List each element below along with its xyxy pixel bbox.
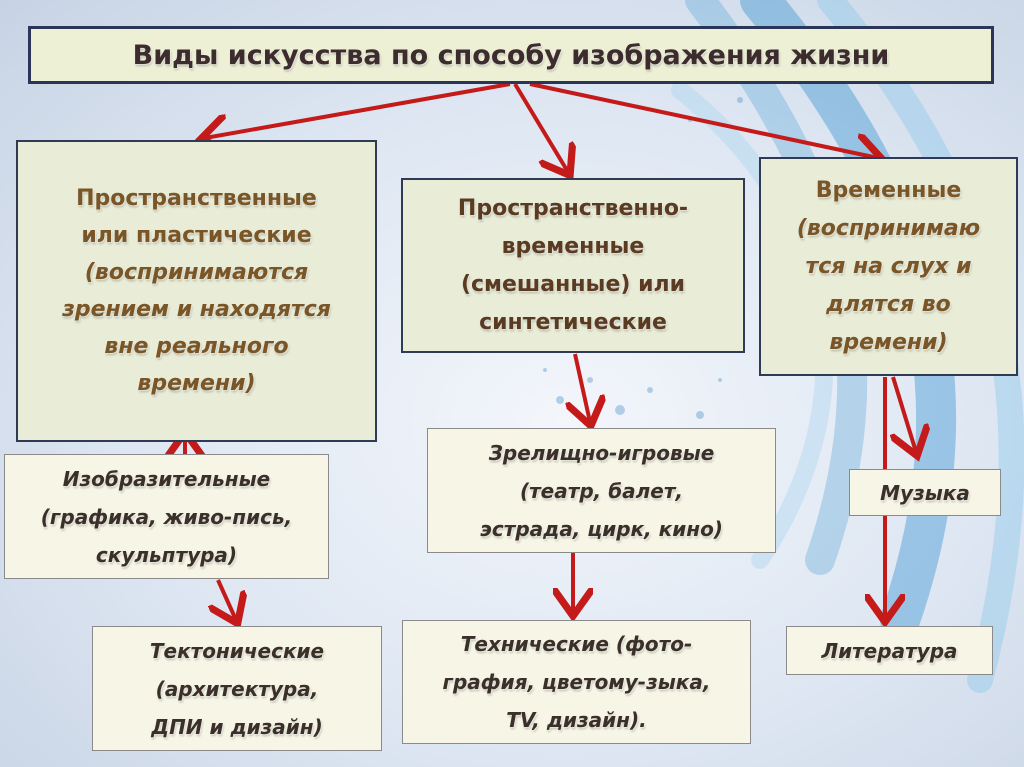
tectonic-arts-text: Тектонические (архитектура, ДПИ и дизайн… bbox=[149, 638, 325, 739]
temporal-arts-heading: Временные bbox=[815, 177, 962, 203]
spectacle-arts-text: Зрелищно-игровые (театр, балет, эстрада,… bbox=[480, 440, 723, 541]
music-text: Музыка bbox=[880, 480, 970, 505]
spatiotemporal-arts-box: Пространственно- временные (смешанные) и… bbox=[401, 178, 745, 353]
temporal-arts-box: Временные (воспринимаю тся на слух и для… bbox=[759, 157, 1018, 376]
spatiotemporal-arts-heading: Пространственно- временные (смешанные) и… bbox=[457, 195, 689, 335]
literature-text: Литература bbox=[821, 638, 958, 663]
temporal-arts-note: (воспринимаю тся на слух и длятся во вре… bbox=[796, 215, 981, 355]
technical-arts-text: Технические (фото- графия, цветому-зыка,… bbox=[442, 632, 711, 732]
spatial-arts-note: (воспринимаются зрением и находятся вне … bbox=[62, 260, 331, 396]
diagram-title-text: Виды искусства по способу изображения жи… bbox=[132, 39, 890, 71]
fine-arts-text: Изобразительные (графика, живо-пись, ску… bbox=[40, 466, 293, 567]
technical-arts-box: Технические (фото- графия, цветому-зыка,… bbox=[402, 620, 751, 744]
fine-arts-box: Изобразительные (графика, живо-пись, ску… bbox=[4, 454, 329, 579]
literature-box: Литература bbox=[786, 626, 993, 675]
spatial-arts-box: Пространственные или пластические (воспр… bbox=[16, 140, 377, 442]
tectonic-arts-box: Тектонические (архитектура, ДПИ и дизайн… bbox=[92, 626, 382, 751]
music-box: Музыка bbox=[849, 469, 1001, 516]
diagram-title: Виды искусства по способу изображения жи… bbox=[28, 26, 994, 84]
spectacle-arts-box: Зрелищно-игровые (театр, балет, эстрада,… bbox=[427, 428, 776, 553]
spatial-arts-heading: Пространственные или пластические bbox=[76, 186, 317, 248]
